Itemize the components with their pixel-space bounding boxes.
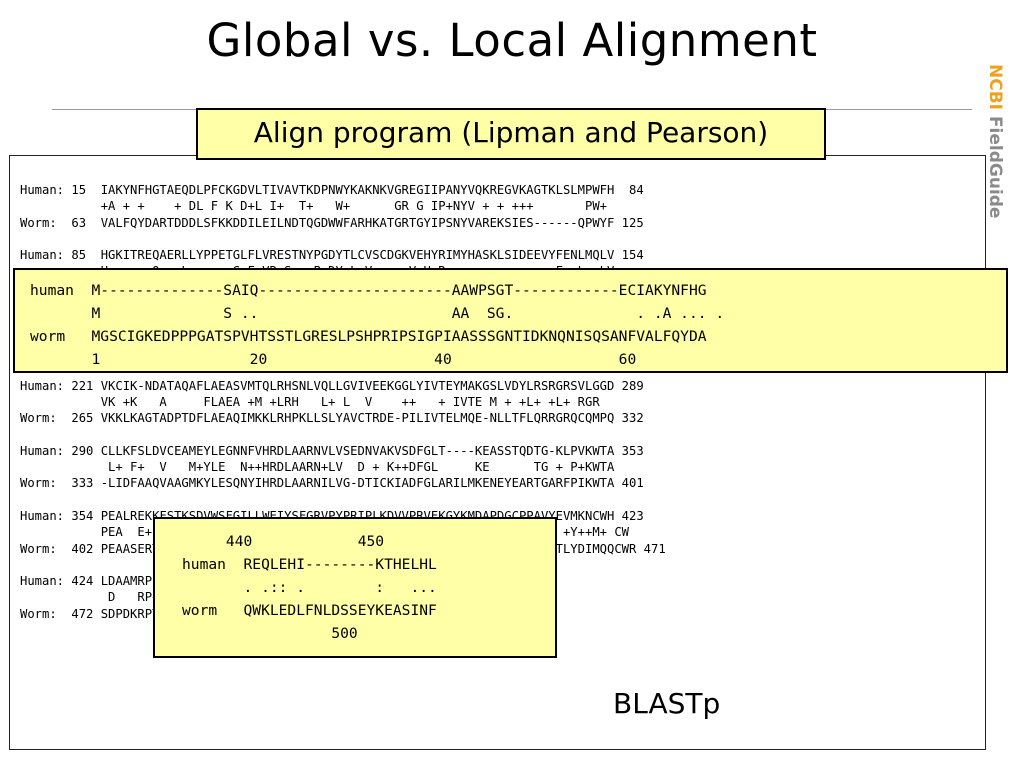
alignment-line: Worm: 63 VALFQYDARTDDDLSFKKDDILEILNDTQGD… [20, 215, 644, 230]
local-alignment-line: 500 [182, 625, 358, 642]
blast-alignment-panel: Human: 15 IAKYNFHGTAEQDLPFCKGDVLTIVAVTKD… [9, 155, 986, 750]
alignment-line: Worm: 333 -LIDFAAQVAAGMKYLESQNYIHRDLAARN… [20, 476, 644, 491]
alignment-line: Human: 221 VKCIK-NDATAQAFLAEASVMTQLRHSNL… [20, 378, 644, 393]
alignment-line: Worm: 265 VKKLKAGTADPTDFLAEAQIMKKLRHPKLL… [20, 411, 644, 426]
alignment-line: Human: 290 CLLKFSLDVCEAMEYLEGNNFVHRDLAAR… [20, 443, 644, 458]
local-alignment-line: . .:: . : ... [243, 579, 437, 596]
global-alignment-line: worm MGSCIGKEDPPPGATSPVHTSSTLGRESLPSHPRI… [30, 328, 707, 345]
local-alignment-line: worm QWKLEDLFNLDSSEYKEASINF [182, 602, 437, 619]
slide-subtitle: Align program (Lipman and Pearson) [196, 108, 826, 160]
alignment-line: VK +K A FLAEA +M +LRH L+ L V ++ + IVTE M… [100, 394, 600, 409]
brand-ncbi: NCBI [985, 64, 1005, 110]
global-alignment-text: human M--------------SAIQ---------------… [30, 279, 1006, 371]
local-alignment-line: human REQLEHI--------KTHELHL [182, 556, 437, 573]
global-alignment-line: human M--------------SAIQ---------------… [30, 282, 707, 299]
global-alignment-box: human M--------------SAIQ---------------… [13, 268, 1008, 373]
alignment-line: L+ F+ V M+YLE N++HRDLAARN+LV D + K++DFGL… [108, 460, 615, 475]
local-alignment-text: 440 450 human REQLEHI--------KTHELHL . .… [182, 530, 555, 645]
local-alignment-line: 440 450 [225, 533, 385, 550]
slide-title: Global vs. Local Alignment [206, 14, 818, 67]
brand-fieldguide: FieldGuide [985, 110, 1005, 219]
ncbi-fieldguide-logo: NCBI FieldGuide [985, 64, 1009, 254]
local-alignment-box: 440 450 human REQLEHI--------KTHELHL . .… [153, 517, 557, 658]
blastp-label: BLASTp [613, 687, 721, 720]
global-alignment-line: 1 20 40 60 [30, 351, 637, 368]
alignment-line: Human: 85 HGKITREQAERLLYPPETGLFLVRESTNYP… [20, 248, 644, 263]
global-alignment-line: M S .. AA SG. . .A ... . [91, 305, 725, 322]
blast-alignment-text: Human: 15 IAKYNFHGTAEQDLPFCKGDVLTIVAVTKD… [20, 182, 666, 622]
alignment-line: +A + + + DL F K D+L I+ T+ W+ GR G IP+NYV… [100, 199, 607, 214]
alignment-line: Human: 15 IAKYNFHGTAEQDLPFCKGDVLTIVAVTKD… [20, 183, 644, 197]
